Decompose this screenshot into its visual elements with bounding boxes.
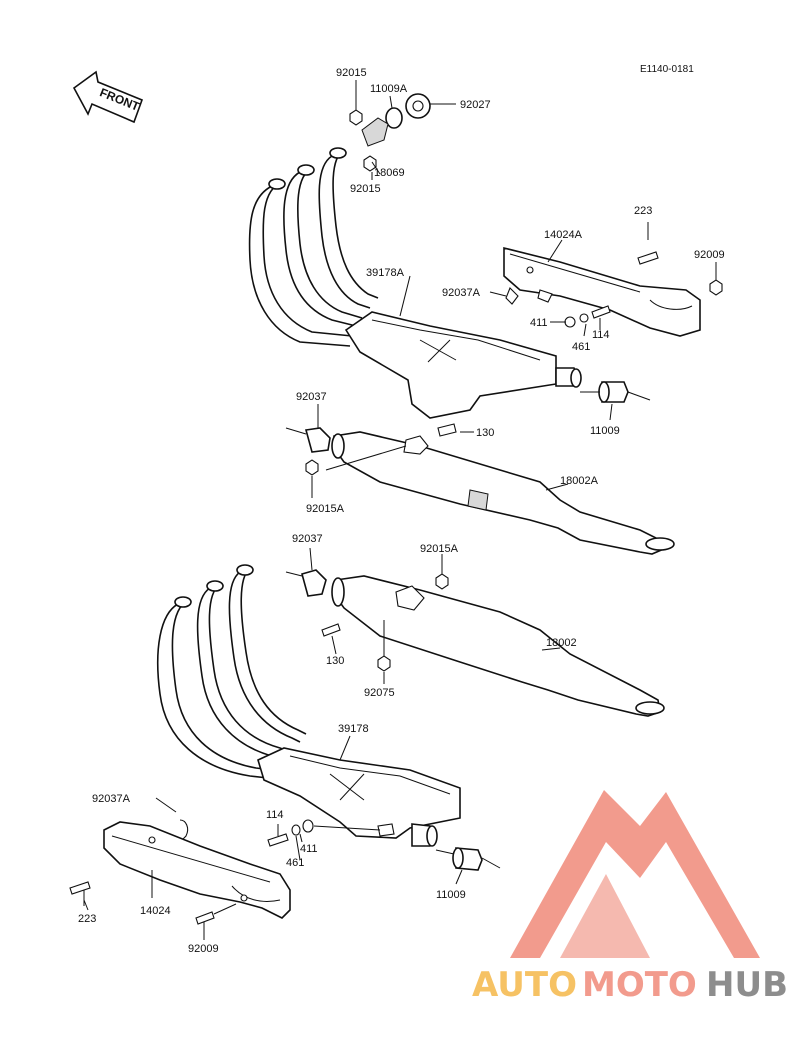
- bracket-92037A-bot: [179, 819, 189, 843]
- watermark-text-moto: MOTO: [582, 965, 697, 1005]
- collector-39178A: [344, 311, 582, 419]
- label-92027: 92027: [460, 99, 491, 111]
- diagram-code: E1140-0181: [640, 64, 694, 75]
- label-18002: 18002: [546, 637, 577, 649]
- label-14024A: 14024A: [544, 229, 583, 241]
- nut-92015-top: [349, 109, 363, 126]
- top-small-parts: [349, 80, 456, 180]
- bolt-223-top: [637, 251, 659, 265]
- label-11009-bot: 11009: [436, 889, 466, 901]
- label-92009-top: 92009: [694, 249, 725, 261]
- front-arrow-icon: FRONT: [72, 70, 144, 124]
- fasteners-top-right: [564, 222, 723, 328]
- gasket-11009-top: [580, 381, 651, 403]
- label-92015A-bot: 92015A: [420, 543, 459, 555]
- nut-92015A-top: [305, 459, 319, 476]
- label-11009A: 11009A: [370, 83, 408, 95]
- collector-39178: [257, 747, 461, 847]
- automotohub-watermark: AUTO MOTO HUB: [472, 790, 788, 1005]
- label-92015-mid: 92015: [350, 183, 381, 195]
- label-92037-bot: 92037: [292, 533, 323, 545]
- label-92037A-top: 92037A: [442, 287, 481, 299]
- label-130-top: 130: [476, 427, 494, 439]
- fasteners-bottom: [155, 797, 381, 847]
- fasteners-bottom-left: [69, 881, 237, 925]
- label-223-top: 223: [634, 205, 652, 217]
- label-92037A-bot: 92037A: [92, 793, 131, 805]
- bolt-92009-top: [709, 279, 723, 296]
- label-39178A: 39178A: [366, 267, 405, 279]
- bolt-223-bot: [69, 881, 91, 895]
- label-114-top: 114: [592, 329, 610, 341]
- label-11009-top: 11009: [590, 425, 620, 437]
- label-18002A: 18002A: [560, 475, 599, 487]
- label-130-bot: 130: [326, 655, 344, 667]
- label-461-bot: 461: [286, 857, 304, 869]
- washer-411-top: [564, 316, 576, 328]
- bolt-114-top: [591, 305, 611, 319]
- bolt-114-bot: [267, 833, 289, 847]
- label-92075: 92075: [364, 687, 395, 699]
- label-14024: 14024: [140, 905, 171, 917]
- label-223-bot: 223: [78, 913, 96, 925]
- label-411-top: 411: [530, 317, 548, 329]
- washer-411-bot: [302, 819, 314, 833]
- label-18069: 18069: [374, 167, 405, 179]
- bolt-130-bot: [321, 623, 341, 637]
- label-39178: 39178: [338, 723, 369, 735]
- label-92037-top: 92037: [296, 391, 327, 403]
- heat-guard-14024A: [503, 246, 701, 337]
- label-461-top: 461: [572, 341, 590, 353]
- nut-92015A-bot: [435, 573, 449, 590]
- muffler-18002A: [285, 423, 675, 555]
- bolt-92009-bot: [195, 911, 215, 925]
- holder-18069: [361, 117, 389, 147]
- clamp-92037-top: [304, 427, 331, 453]
- label-411-bot: 411: [300, 843, 318, 855]
- nut-92015-mid: [363, 155, 377, 172]
- header-pipes-39178: [156, 564, 307, 779]
- label-92015A-top: 92015A: [306, 503, 345, 515]
- muffler-18002: [285, 560, 665, 717]
- bolt-92075: [377, 655, 391, 672]
- part-labels: 92015 11009A 92027 18069 92015 223 14024…: [78, 67, 725, 955]
- leader-lines: [83, 95, 613, 940]
- watermark-text-hub: HUB: [706, 965, 788, 1005]
- header-pipes-39178A: [248, 147, 379, 347]
- heat-guard-14024: [103, 821, 291, 919]
- watermark-text-auto: AUTO: [472, 965, 577, 1005]
- gasket-11009A: [385, 107, 403, 129]
- washer-461-bot: [291, 824, 301, 836]
- label-92009-bot: 92009: [188, 943, 219, 955]
- washer-461-top: [579, 313, 589, 323]
- clamp-92037-bot: [301, 569, 327, 597]
- bolt-130-top: [437, 423, 457, 437]
- watermark-logo-icon: [510, 790, 760, 958]
- label-114-bot: 114: [266, 809, 284, 821]
- gasket-11009-bot: [435, 847, 501, 871]
- label-92015-top: 92015: [336, 67, 367, 79]
